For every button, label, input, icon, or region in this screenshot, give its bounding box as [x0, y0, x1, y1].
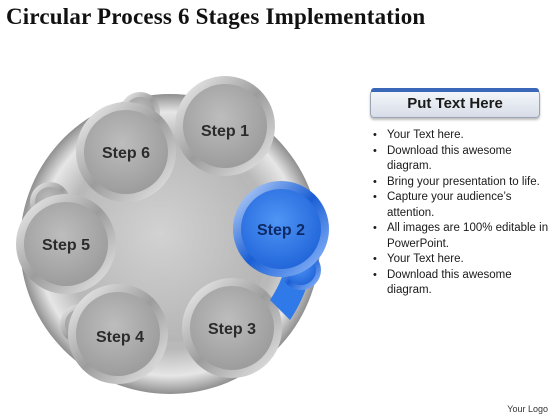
text-header-pill: Put Text Here [370, 88, 540, 118]
step-4-label: Step 4 [96, 329, 144, 346]
step-1-label: Step 1 [201, 123, 249, 140]
bullet-text: Bring your presentation to life. [387, 175, 540, 188]
step-3-label: Step 3 [208, 321, 256, 338]
bullet-dot-icon: • [373, 144, 377, 157]
step-1-node[interactable]: Step 1 [175, 76, 275, 176]
bullet-text: Your Text here. [387, 253, 464, 265]
bullet-dot-icon: • [373, 129, 377, 141]
bullet-text: Your Text here. [387, 129, 464, 141]
circular-process-diagram: Step 6 Step 1 Step 5 Step 4 Step 3 Step … [16, 76, 329, 394]
logo-text: Your Logo [507, 404, 548, 414]
list-item: • Bring your presentation to life. [370, 175, 555, 191]
bullet-text: Download this awesome diagram. [387, 144, 512, 173]
bullet-dot-icon: • [373, 175, 377, 188]
bullet-dot-icon: • [373, 222, 377, 234]
bullet-text: Capture your audience’s attention. [387, 191, 512, 219]
step-2-label: Step 2 [257, 222, 305, 239]
step-6-node[interactable]: Step 6 [76, 92, 176, 202]
list-item: • Download this awesome diagram. [370, 144, 555, 175]
bullet-dot-icon: • [373, 253, 377, 265]
step-5-node[interactable]: Step 5 [16, 182, 116, 294]
list-item: • Your Text here. [370, 252, 555, 268]
step-5-label: Step 5 [42, 237, 90, 254]
step-2-node[interactable]: Step 2 [233, 181, 329, 320]
step-4-node[interactable]: Step 4 [60, 284, 168, 384]
bullet-dot-icon: • [373, 191, 377, 203]
list-item: • Your Text here. [370, 128, 555, 144]
bullet-list: • Your Text here. • Download this awesome … [370, 128, 555, 299]
step-3-node[interactable]: Step 3 [182, 278, 282, 378]
list-item: • Capture your audience’s attention. [370, 190, 555, 221]
page-title: Circular Process 6 Stages Implementation [6, 4, 426, 29]
list-item: • Download this awesome diagram. [370, 268, 555, 299]
bullet-text: Download this awesome diagram. [387, 268, 512, 297]
step-6-label: Step 6 [102, 145, 150, 162]
bullet-dot-icon: • [373, 268, 377, 281]
list-item: • All images are 100% editable in PowerPo… [370, 221, 555, 252]
text-header: Put Text Here [407, 95, 503, 112]
bullet-text: All images are 100% editable in PowerPoi… [387, 222, 549, 250]
